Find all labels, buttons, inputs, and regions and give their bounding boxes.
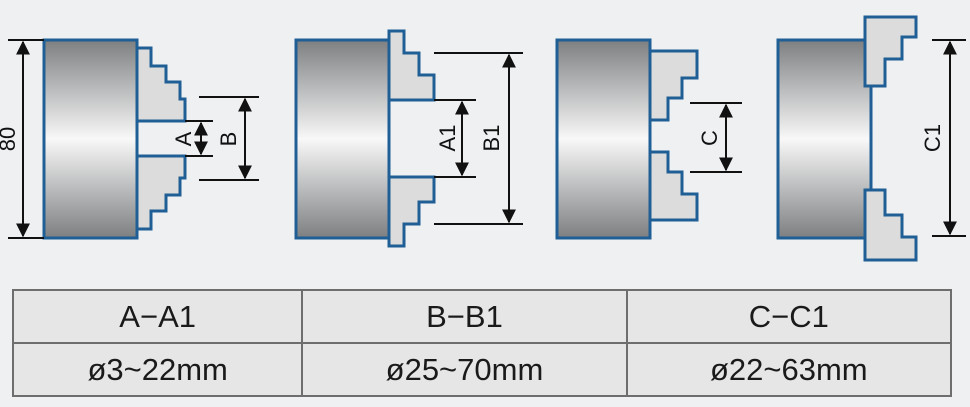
chuck-view-c1: C1 [776, 15, 966, 262]
chuck-body [555, 38, 652, 240]
c-label: C [697, 130, 722, 146]
value-c-c1: ø22~63mm [625, 342, 953, 397]
jaw-bottom [387, 175, 436, 248]
value-a-a1: ø3~22mm [11, 342, 304, 397]
c1-label: C1 [920, 124, 945, 152]
a-label: A [171, 131, 196, 146]
b1-label: B1 [479, 125, 504, 152]
header-b-b1: B−B1 [301, 289, 628, 344]
jaw-bottom [135, 154, 187, 231]
jaw-top [863, 15, 918, 88]
chuck-view-c: C [555, 38, 742, 240]
header-a-a1: A−A1 [11, 289, 304, 344]
jaw-range-table: A−A1 B−B1 C−C1 ø3~22mm ø25~70mm ø22~63mm [11, 289, 953, 397]
a1-label: A1 [435, 125, 460, 152]
height-label: 80 [0, 127, 20, 151]
value-b-b1: ø25~70mm [301, 342, 628, 397]
header-c-c1: C−C1 [625, 289, 953, 344]
chuck-body [776, 38, 873, 240]
table-value-row: ø3~22mm ø25~70mm ø22~63mm [11, 342, 953, 397]
jaw-top [387, 29, 436, 102]
jaw-top [135, 46, 187, 123]
jaw-bottom [863, 188, 918, 262]
jaw-top [648, 49, 699, 122]
chuck-body [42, 38, 139, 240]
jaw-bottom [648, 150, 699, 222]
chuck-view-a-b: 80 A B [0, 38, 259, 240]
b-label: B [216, 132, 241, 147]
table-header-row: A−A1 B−B1 C−C1 [11, 289, 953, 344]
chuck-body [294, 38, 391, 240]
chuck-view-a1-b1: A1 B1 [294, 29, 523, 248]
chuck-jaw-diagram: 80 A B A1 B1 C [0, 15, 966, 262]
